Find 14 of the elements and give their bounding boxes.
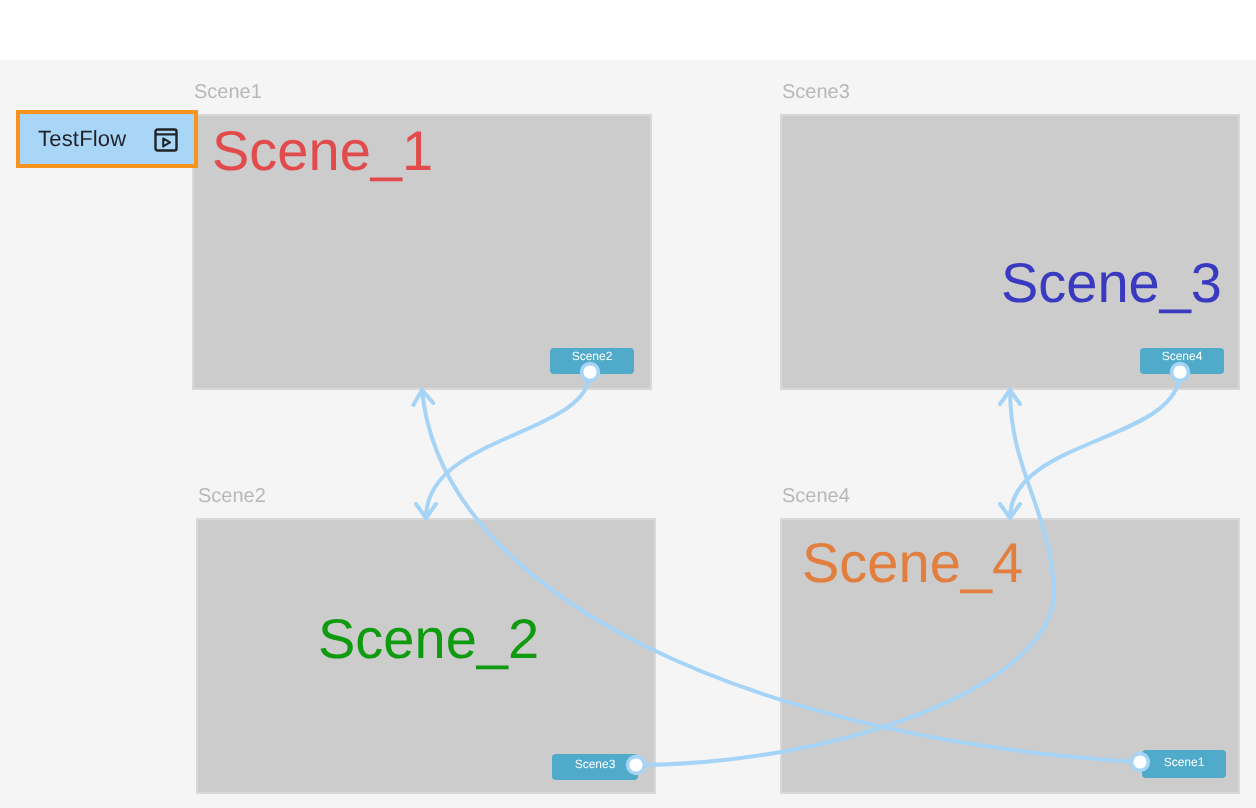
flow-name: TestFlow [38, 127, 127, 151]
frame-name: Scene1 [194, 82, 262, 106]
frame-name: Scene2 [198, 486, 266, 510]
scene-title: Scene_3 [1000, 252, 1222, 316]
frame-name: Scene3 [782, 82, 850, 106]
connector-arrow [1000, 361, 1191, 520]
connector-arrow [625, 388, 1056, 776]
scene-title: Scene_2 [318, 608, 540, 672]
connector-arrow [413, 388, 1151, 773]
scene-title: Scene_1 [212, 120, 434, 184]
frame-name: Scene4 [782, 486, 850, 510]
flow-start-badge [16, 110, 198, 168]
scene-title: Scene_4 [802, 532, 1024, 596]
connector-arrow [416, 361, 601, 520]
